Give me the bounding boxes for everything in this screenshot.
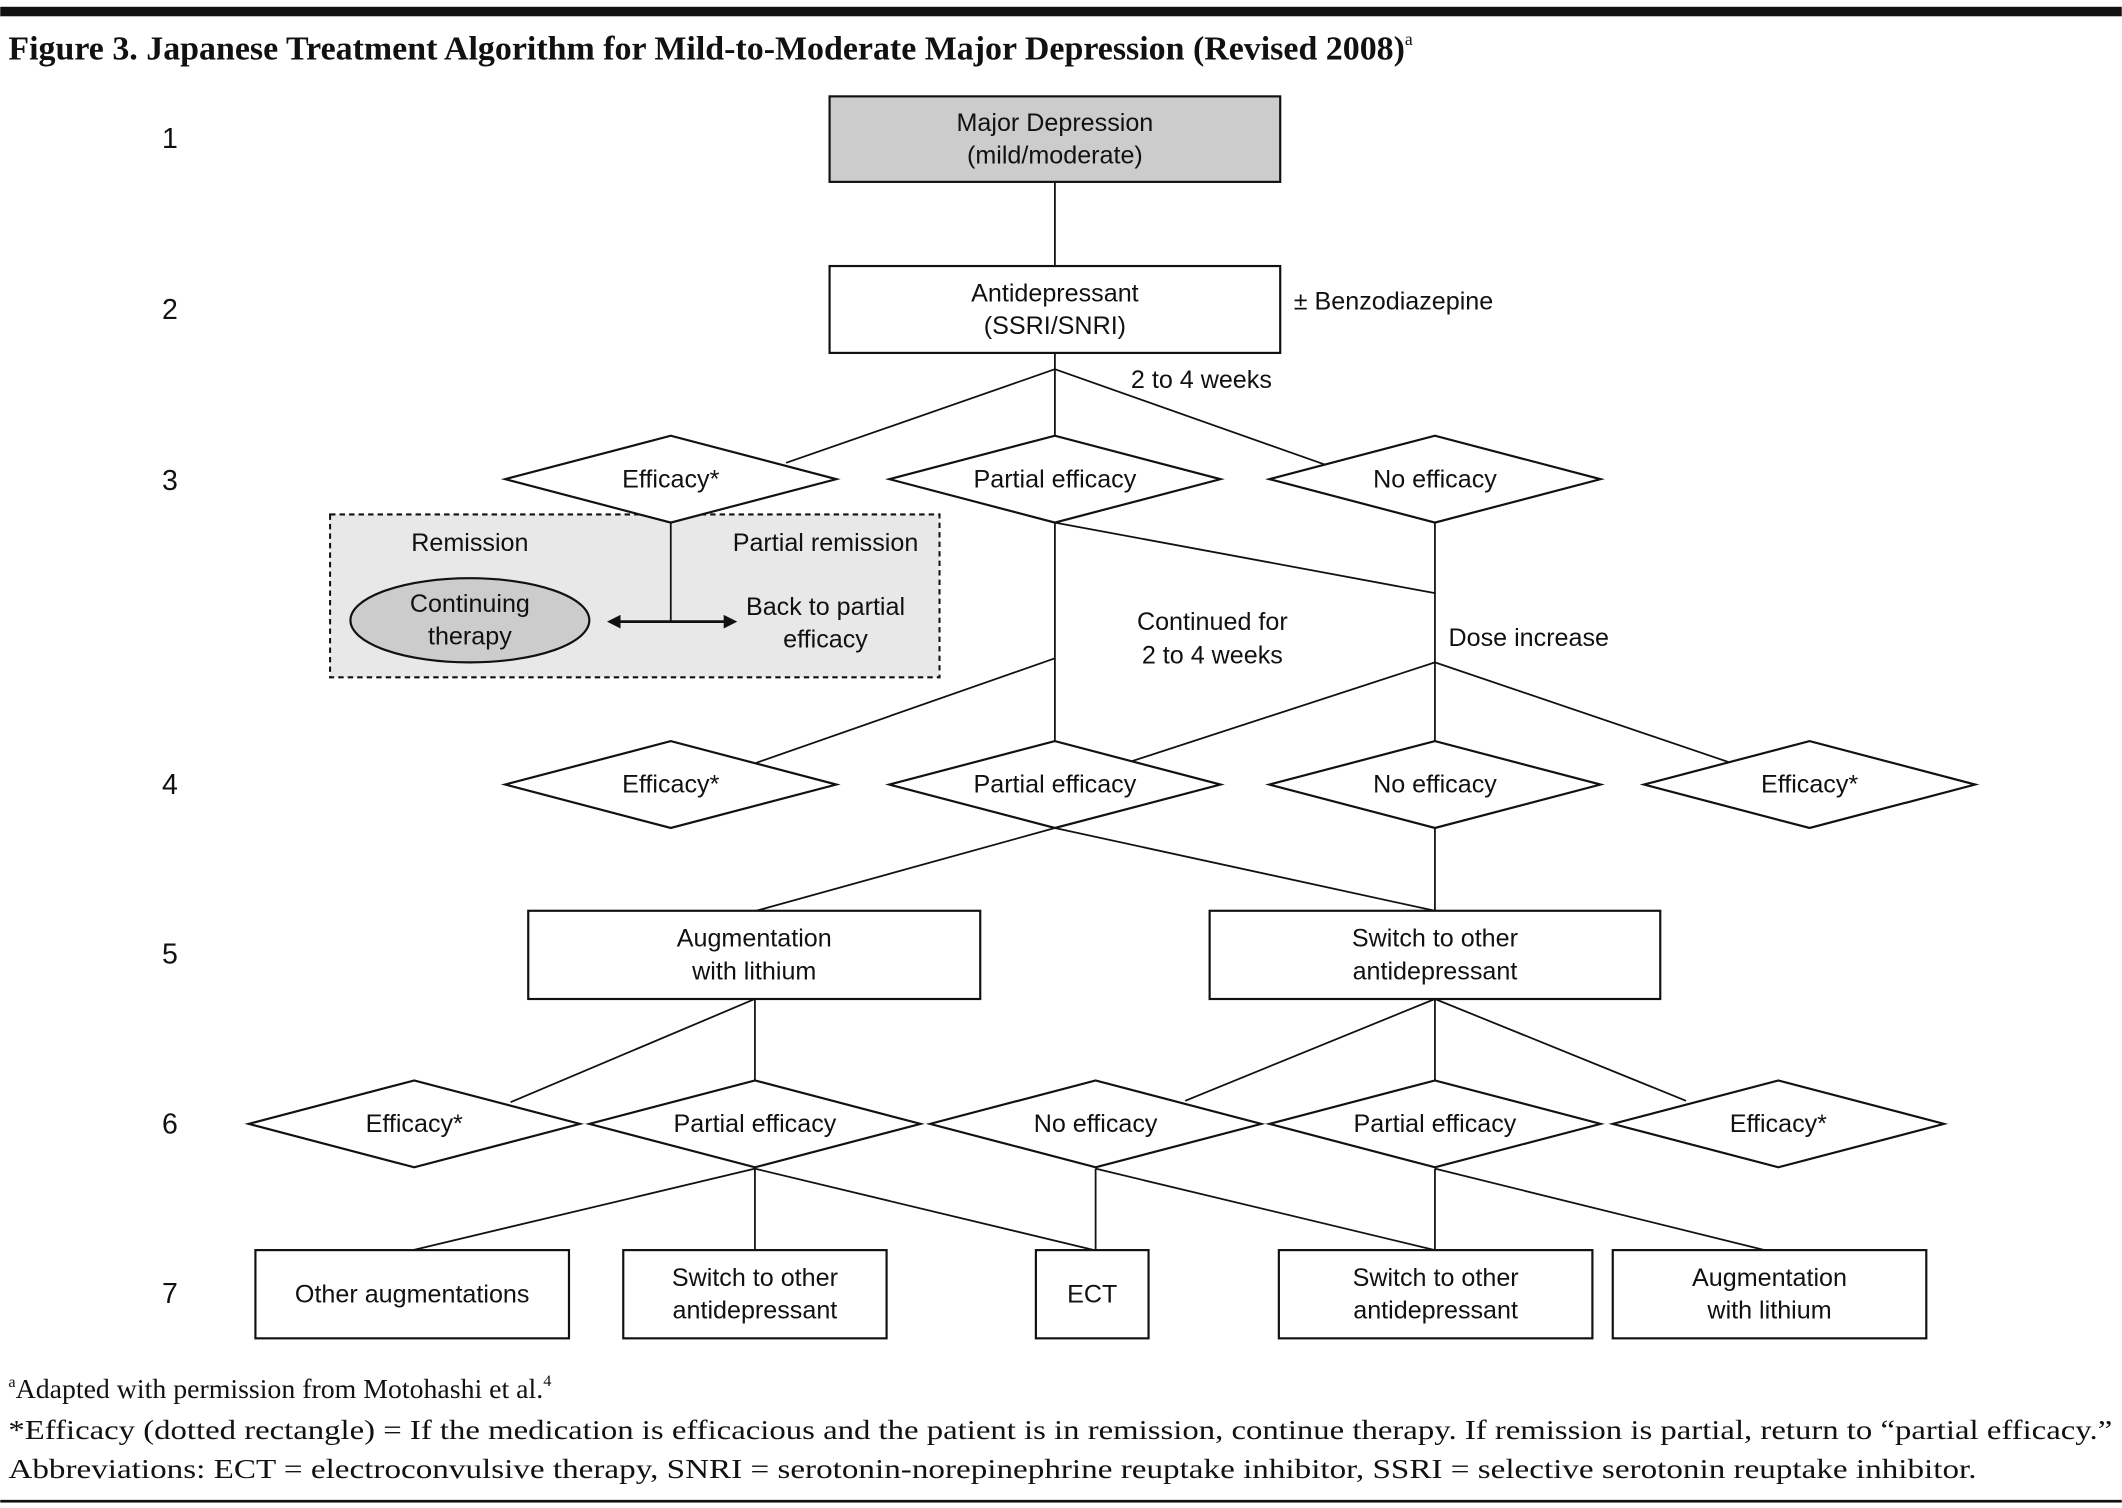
row6-efficacy-diamond: Efficacy* [244,1079,585,1169]
row7-switch-to-other-antidepressant-box-text: antidepressant [1353,1297,1518,1325]
remission-label: Remission [411,529,528,557]
row6-no-efficacy-diamond-text: No efficacy [1034,1110,1158,1138]
row6-efficacy-diamond-text: Efficacy* [1730,1110,1827,1138]
connector-line [1184,998,1436,1102]
row6-partial-efficacy-diamond: Partial efficacy [1265,1079,1605,1169]
row7-augmentation-with-lithium-box-text: with lithium [1706,1297,1831,1325]
row-label-3: 3 [162,465,178,497]
row7-other-augmentations-box: Other augmentations [254,1249,571,1340]
row-label-6: 6 [162,1108,178,1140]
row7-other-augmentations-box-text: Other augmentations [295,1280,529,1308]
footnote-abbreviations: Abbreviations: ECT = electroconvulsive t… [8,1454,1976,1485]
row3-partial-efficacy-diamond: Partial efficacy [885,434,1225,524]
connector-line [754,1167,1095,1251]
row3-partial-efficacy-diamond-text: Partial efficacy [973,465,1136,493]
antidepressant-box: Antidepressant (SSRI/SNRI) [828,264,1282,354]
row6-efficacy-diamond-text: Efficacy* [366,1110,463,1138]
back-to-partial-line1: Back to partial [746,593,905,621]
row3-efficacy-diamond: Efficacy* [500,434,841,524]
connector-line [1434,661,1732,764]
row4-partial-efficacy-diamond-text: Partial efficacy [973,771,1136,799]
continuing-therapy-line1: Continuing [410,590,530,618]
row5-switch-box-text: Switch to other [1352,925,1518,953]
connector-line [755,657,1056,764]
row7-switch-to-other-antidepressant-box: Switch to other antidepressant [1277,1249,1594,1340]
row-label-4: 4 [162,769,178,801]
major-depression-box-text: Major Depression [957,109,1154,137]
row6-partial-efficacy-diamond-text: Partial efficacy [674,1110,837,1138]
row6-partial-efficacy-diamond: Partial efficacy [585,1079,925,1169]
row6-no-efficacy-diamond: No efficacy [925,1079,1266,1169]
antidepressant-box-text: Antidepressant [971,279,1139,307]
connector-line [510,998,756,1103]
benzodiazepine-note: ± Benzodiazepine [1294,287,1493,315]
row7-ect-box-text: ECT [1067,1280,1117,1308]
connector-line [1054,827,1436,912]
row7-switch-to-other-antidepressant-box: Switch to other antidepressant [622,1249,888,1340]
row4-efficacy-diamond: Efficacy* [500,739,841,830]
row-label-2: 2 [162,294,178,326]
antidepressant-box-text: (SSRI/SNRI) [984,312,1126,340]
row4-efficacy-diamond-text: Efficacy* [1761,771,1858,799]
row3-efficacy-diamond-text: Efficacy* [622,465,719,493]
footnote-efficacy: *Efficacy (dotted rectangle) = If the me… [8,1415,2112,1446]
weeks-note: 2 to 4 weeks [1131,366,1272,394]
row5-switch-box-text: antidepressant [1353,957,1518,985]
row4-efficacy-diamond-text: Efficacy* [622,771,719,799]
continued-note-line1: Continued for [1137,608,1288,636]
remission-dotted-box: Remission Partial remission Continuing t… [329,513,941,679]
row7-augmentation-with-lithium-box-text: Augmentation [1692,1264,1847,1292]
row4-no-efficacy-diamond-text: No efficacy [1373,771,1497,799]
connector-line [1434,1167,1765,1251]
row3-no-efficacy-diamond: No efficacy [1265,434,1605,524]
row5-switch-box: Switch to other antidepressant [1208,909,1662,1001]
connector-line [412,1167,756,1251]
row7-switch-to-other-antidepressant-box-text: Switch to other [1353,1264,1519,1292]
row-label-5: 5 [162,939,178,971]
row7-switch-to-other-antidepressant-box-text: Switch to other [672,1264,838,1292]
row4-efficacy-diamond: Efficacy* [1639,739,1980,830]
major-depression-box: Major Depression (mild/moderate) [828,95,1282,183]
row5-augmentation-box-text: Augmentation [677,925,832,953]
arrowhead-left [606,614,621,629]
row6-efficacy-diamond: Efficacy* [1608,1079,1949,1169]
connector-line [1434,998,1687,1102]
row4-partial-efficacy-diamond: Partial efficacy [885,739,1225,830]
partial-remission-label: Partial remission [733,529,919,557]
connector-line [756,827,1056,912]
connector-line [1095,1167,1436,1251]
row7-ect-box: ECT [1034,1249,1150,1340]
connector-lines [412,181,1765,1251]
dose-increase-note: Dose increase [1449,624,1610,652]
continued-note-line2: 2 to 4 weeks [1142,642,1283,670]
row6-partial-efficacy-diamond-text: Partial efficacy [1354,1110,1517,1138]
row3-no-efficacy-diamond-text: No efficacy [1373,465,1497,493]
row-label-1: 1 [162,123,178,155]
continuing-therapy-line2: therapy [428,623,512,651]
figure-title: Figure 3. Japanese Treatment Algorithm f… [8,29,1413,68]
bottom-rule [0,1499,2122,1503]
row4-no-efficacy-diamond: No efficacy [1265,739,1605,830]
footnote-a: aAdapted with permission from Motohashi … [8,1371,551,1405]
back-to-partial-line2: efficacy [783,625,868,653]
row-label-7: 7 [162,1278,178,1310]
major-depression-box-text: (mild/moderate) [967,142,1143,170]
continuing-therapy-ellipse [349,577,591,664]
footnotes: aAdapted with permission from Motohashi … [8,1371,2112,1485]
row5-augmentation-box: Augmentation with lithium [527,909,982,1001]
connector-line [1054,521,1436,595]
arrowhead-right [723,614,738,629]
row-labels: 1 2 3 4 5 6 7 [162,123,178,1310]
row7-augmentation-with-lithium-box: Augmentation with lithium [1611,1249,1928,1340]
row7-switch-to-other-antidepressant-box-text: antidepressant [673,1297,838,1325]
row5-augmentation-box-text: with lithium [691,957,816,985]
connector-line [785,368,1056,464]
top-rule [0,6,2122,17]
connector-line [1126,661,1436,764]
connector-line [1054,368,1329,467]
